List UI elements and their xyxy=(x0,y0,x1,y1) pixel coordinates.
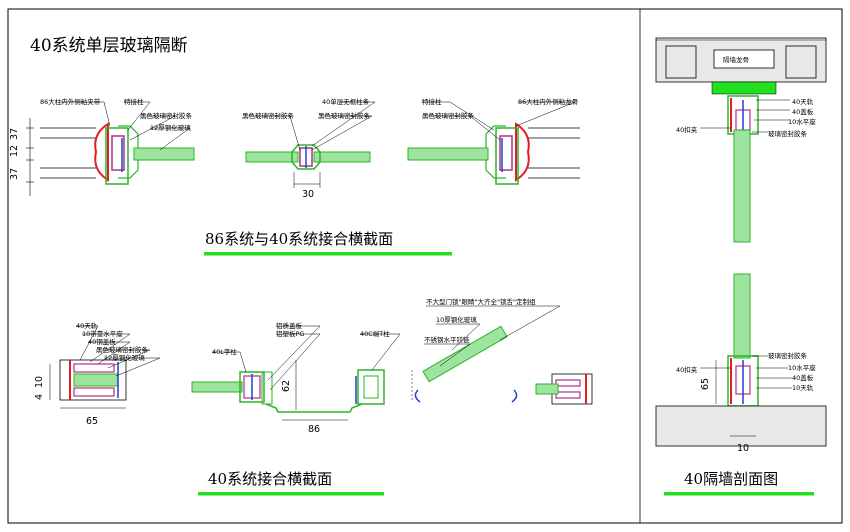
label-10-seat-top: 10水平座 xyxy=(788,117,816,126)
right-86-post xyxy=(407,122,580,185)
dim-10: 10 xyxy=(34,376,45,388)
label-special-post: 特接柱 xyxy=(124,97,144,106)
label-40-clip-top: 40扣夹 xyxy=(676,125,698,134)
bottom-right-door xyxy=(411,325,593,405)
wall-section-drawing: 隔墙龙骨 65 10 40天轨 40盖板 10水平座 玻璃密封 xyxy=(655,37,827,496)
underline-86-40 xyxy=(204,252,452,256)
dim-65-wall: 65 xyxy=(700,378,711,390)
dims-left: 37 12 37 xyxy=(9,118,34,196)
dim-12: 12 xyxy=(9,145,20,157)
label-aluminum-plate: 铝塑板PG xyxy=(276,329,304,338)
section-title-40: 40系统接合横截面 xyxy=(208,470,332,488)
label-40-cover: 40钢盖板 xyxy=(88,337,116,346)
mid-40-joint: 30 xyxy=(245,144,371,200)
label-black-gasket: 黑色玻璃密封胶条 xyxy=(140,111,193,120)
label-40-t-post: 40C端T柱 xyxy=(360,329,390,338)
section-title-wall: 40隔墙剖面图 xyxy=(684,470,778,488)
section-title-86-40: 86系统与40系统接合横截面 xyxy=(205,230,393,248)
label-40-top-track: 40天轨 xyxy=(792,97,814,106)
underline-40 xyxy=(198,492,384,496)
bottom-left-assembly: 65 10 4 xyxy=(34,359,127,427)
joint-86-40-drawing: 37 12 37 86大柱内外侧粘夹带 特接柱 黑色玻璃密封胶条 12厚钢化玻璃… xyxy=(9,97,580,256)
joint-40-drawing: 65 10 4 40天轨 10带靠水平座 40钢盖板 黑色玻璃密封胶条 12厚钢… xyxy=(34,297,593,496)
label-40-clip-bottom: 40扣夹 xyxy=(676,365,698,374)
label-86-clip: 86大柱内外侧粘夹带 xyxy=(40,97,101,106)
label-gasket-bottom: 玻璃密封胶条 xyxy=(768,351,808,360)
dim-4: 4 xyxy=(34,394,45,400)
dim-37a: 37 xyxy=(9,128,20,140)
dim-37b: 37 xyxy=(9,168,20,180)
label-gasket-top: 玻璃密封胶条 xyxy=(768,129,808,138)
label-10-glass: 10厚钢化玻璃 xyxy=(436,315,477,324)
dim-30: 30 xyxy=(302,189,314,200)
label-right-86-keel: 86大柱内外侧粘龙骨 xyxy=(518,97,578,106)
label-40-post: 40单层无框柱条 xyxy=(322,97,370,106)
label-10-seat-bottom: 10水平座 xyxy=(788,363,816,372)
label-12-glass-b: 12厚钢化玻璃 xyxy=(104,353,145,362)
bottom-mid-assembly: 86 62 xyxy=(191,360,385,435)
dim-65: 65 xyxy=(86,416,98,427)
label-10-seat: 10带靠水平座 xyxy=(82,329,123,338)
label-black-gasket-b: 黑色玻璃密封胶条 xyxy=(96,345,149,354)
label-door-lock: 不大型门锁"眼睛"大齐全"锁舌"定制组 xyxy=(426,297,536,306)
label-12-glass: 12厚钢化玻璃 xyxy=(150,123,191,132)
label-right-special-post: 特接柱 xyxy=(422,97,442,106)
label-40-cover-bottom: 40盖板 xyxy=(792,373,814,382)
label-10-track-bottom: 10天轨 xyxy=(792,383,814,392)
dim-86: 86 xyxy=(308,424,320,435)
label-mid-gasket-a: 黑色玻璃密封胶条 xyxy=(242,111,295,120)
label-40-l-post: 40L字柱 xyxy=(212,347,237,356)
underline-wall xyxy=(664,492,814,496)
left-86-post xyxy=(40,122,195,185)
label-right-gasket: 黑色玻璃密封胶条 xyxy=(422,111,475,120)
main-title: 40系统单层玻璃隔断 xyxy=(30,36,188,56)
drawing-frame xyxy=(7,8,843,524)
dim-62: 62 xyxy=(281,380,292,392)
label-40-cover-top: 40盖板 xyxy=(792,107,814,116)
dim-10-wall: 10 xyxy=(737,443,749,454)
label-40-track: 40天轨 xyxy=(76,321,98,330)
label-mid-gasket-b: 黑色玻璃密封胶条 xyxy=(318,111,371,120)
label-ceiling-keel: 隔墙龙骨 xyxy=(723,55,749,64)
label-aluminum-cover: 铝质盖板 xyxy=(276,321,303,330)
label-stainless-hinge: 不锈钢水平铰链 xyxy=(424,335,470,344)
